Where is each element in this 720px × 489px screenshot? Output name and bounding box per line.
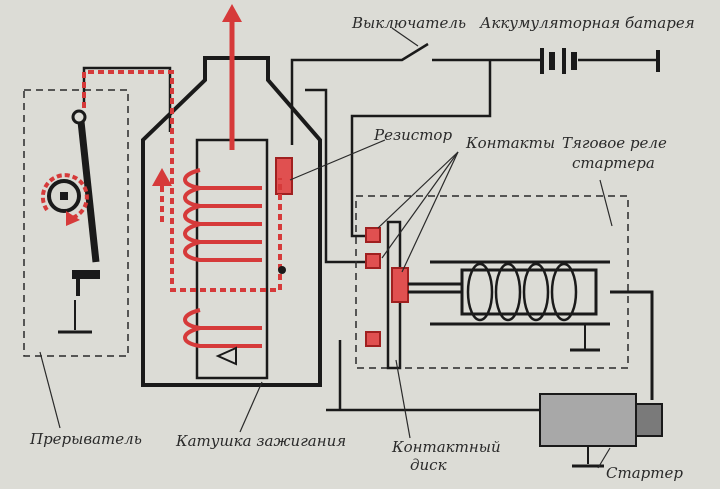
primary-winding bbox=[183, 168, 262, 348]
breaker-pivot bbox=[71, 109, 87, 125]
coil-case bbox=[141, 56, 322, 387]
coil-terminal bbox=[278, 266, 286, 274]
coil-assembly bbox=[82, 4, 293, 380]
label-contacts: Контакты bbox=[465, 134, 555, 152]
breaker-contact bbox=[72, 270, 100, 279]
battery bbox=[540, 48, 577, 74]
label-disk-1: Контактный bbox=[391, 438, 501, 456]
breaker-rotation-arrowhead bbox=[66, 211, 80, 226]
relay-to-starter bbox=[610, 290, 654, 400]
contact-3 bbox=[365, 331, 381, 347]
label-relay-2: стартера bbox=[572, 154, 655, 172]
current-arrow bbox=[152, 168, 172, 186]
relay-winding bbox=[466, 262, 578, 322]
label-resistor: Резистор bbox=[373, 126, 452, 144]
starter-gear bbox=[635, 403, 663, 437]
hv-arrowhead bbox=[222, 4, 242, 22]
coil-return-arrow bbox=[215, 346, 237, 366]
starter-body bbox=[539, 393, 637, 447]
leaders bbox=[39, 27, 613, 469]
wire-to-relay bbox=[350, 60, 492, 238]
starter bbox=[539, 393, 663, 468]
label-battery: Аккумуляторная батарея bbox=[479, 14, 695, 32]
contact-disk-active bbox=[391, 267, 409, 303]
relay-frame bbox=[355, 195, 629, 369]
contact-1 bbox=[365, 227, 381, 243]
breaker-frame bbox=[23, 89, 129, 357]
breaker bbox=[23, 89, 129, 357]
wire-switch bbox=[290, 42, 429, 145]
label-starter: Стартер bbox=[606, 464, 683, 482]
label-switch: Выключатель bbox=[351, 14, 466, 32]
wiring bbox=[82, 42, 660, 412]
label-relay-1: Тяговое реле bbox=[562, 134, 667, 152]
wire-resistor bbox=[305, 88, 366, 264]
current-path bbox=[82, 70, 282, 292]
label-coil: Катушка зажигания bbox=[175, 432, 346, 450]
wire-breaker-coil bbox=[82, 66, 172, 132]
contact-2 bbox=[365, 253, 381, 269]
label-breaker: Прерыватель bbox=[29, 430, 142, 448]
starter-relay bbox=[355, 195, 654, 400]
breaker-cam-center bbox=[60, 192, 68, 200]
breaker-lever bbox=[76, 111, 100, 263]
label-disk-2: диск bbox=[410, 456, 447, 474]
